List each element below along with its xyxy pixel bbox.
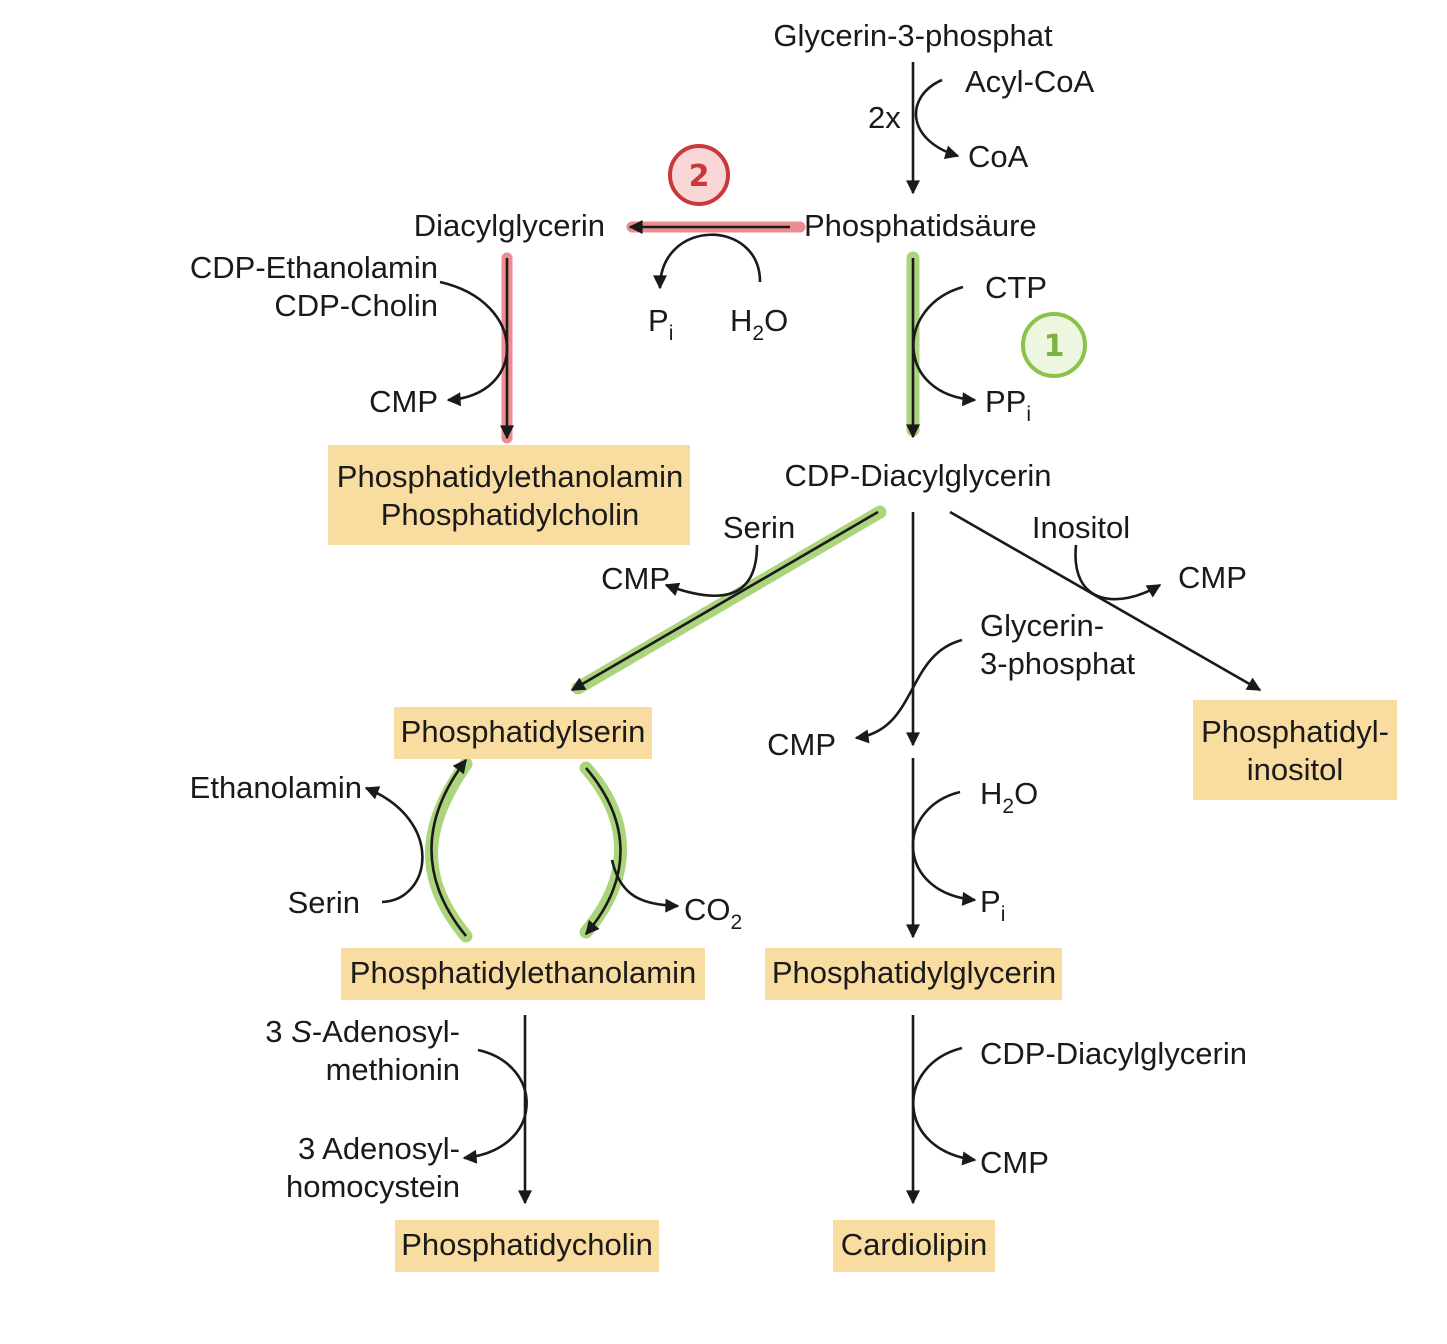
node-phosphatidycholin: Phosphatidycholin (401, 1227, 653, 1262)
phosphatidylethanolamin-box (341, 948, 705, 1000)
label-h2o-dag: H2O (730, 303, 788, 345)
node-glycerin-3-phosphat: Glycerin-3-phosphat (773, 18, 1053, 53)
label-h2o-pg: H2O (980, 776, 1038, 818)
label-pi-pg: Pi (980, 884, 1005, 926)
label-cdp-cholin: CDP-Cholin (274, 288, 438, 323)
label-serin-top: Serin (723, 510, 795, 545)
label-cmp-serin: CMP (601, 561, 670, 596)
node-phosphatidylethanolamin: Phosphatidylethanolamin (350, 955, 696, 990)
label-acyl-coa: Acyl-CoA (965, 64, 1095, 99)
phosphatidylglycerin-box (765, 948, 1062, 1000)
label-ethanolamin: Ethanolamin (190, 770, 362, 805)
label-sam-line2: methionin (326, 1052, 460, 1087)
label-sah-line2: homocystein (286, 1169, 460, 1204)
phosphatidylserin-box (394, 707, 652, 759)
node-pi-line1: Phosphatidyl- (1201, 714, 1389, 749)
label-coa: CoA (968, 139, 1029, 174)
label-glycerin-line1: Glycerin- (980, 608, 1104, 643)
label-2x: 2x (868, 100, 901, 135)
phosphatidycholin-box (395, 1220, 659, 1272)
node-diacylglycerin: Diacylglycerin (414, 208, 605, 243)
label-cdp-dag-cardio: CDP-Diacylglycerin (980, 1036, 1247, 1071)
label-cmp-pe: CMP (369, 384, 438, 419)
label-cmp-pg: CMP (767, 727, 836, 762)
label-cmp-cardio: CMP (980, 1145, 1049, 1180)
label-cmp-inositol: CMP (1178, 560, 1247, 595)
badge-step-1: 1 (1021, 312, 1087, 378)
node-phosphatidsaeure: Phosphatidsäure (804, 208, 1037, 243)
node-pi-line2: inositol (1247, 752, 1344, 787)
arrows (364, 62, 1262, 1205)
node-phosphatidylglycerin: Phosphatidylglycerin (772, 955, 1056, 990)
label-inositol: Inositol (1032, 510, 1130, 545)
node-cdp-diacylglycerin: CDP-Diacylglycerin (785, 458, 1052, 493)
label-co2: CO2 (684, 892, 742, 934)
node-pc-line2: Phosphatidylcholin (381, 497, 640, 532)
label-sah-line1: 3 Adenosyl- (298, 1131, 460, 1166)
label-serin-left: Serin (288, 885, 360, 920)
label-pi-dag: Pi (648, 303, 673, 345)
pe-pc-box (328, 445, 690, 545)
cardiolipin-box (833, 1220, 995, 1272)
label-cdp-ethanolamin: CDP-Ethanolamin (190, 250, 438, 285)
node-pe-line1: Phosphatidylethanolamin (337, 459, 683, 494)
label-ppi: PPi (985, 384, 1031, 426)
node-cardiolipin: Cardiolipin (841, 1227, 987, 1262)
label-glycerin-line2: 3-phosphat (980, 646, 1136, 681)
node-phosphatidylserin: Phosphatidylserin (401, 714, 646, 749)
badge-step-2: 2 (668, 144, 730, 206)
badge-step-1-label: 1 (1044, 329, 1065, 364)
label-ctp: CTP (985, 270, 1047, 305)
badge-step-2-label: 2 (689, 159, 710, 194)
phosphatidylinositol-box (1193, 700, 1397, 800)
label-sam-line1: 3 S-Adenosyl- (265, 1014, 460, 1049)
